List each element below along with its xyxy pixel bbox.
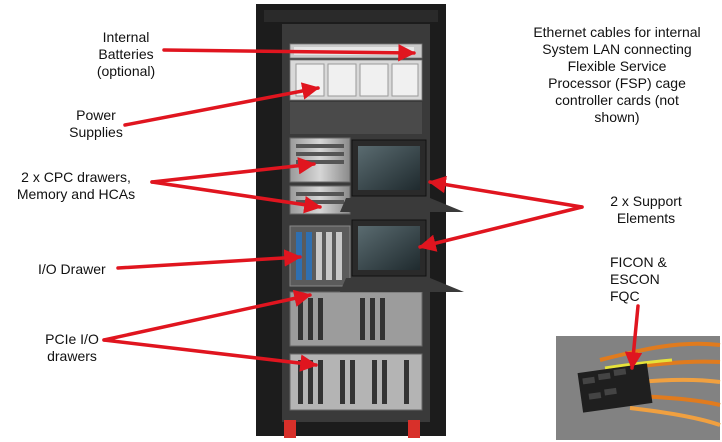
label-ethernet-cables: Ethernet cables for internal System LAN …	[533, 24, 701, 125]
arrow-pcie-2	[102, 338, 318, 372]
support-element-lower	[340, 219, 464, 292]
arrow-support-2	[418, 205, 584, 252]
label-cpc-drawers: 2 x CPC drawers, Memory and HCAs	[16, 169, 136, 202]
power-supplies	[289, 59, 423, 134]
arrow-cpc-1	[150, 157, 316, 184]
arrow-batteries	[162, 44, 416, 62]
label-support-elements: 2 x Support Elements	[610, 193, 682, 226]
label-pcie-io-drawers: PCIe I/O drawers	[45, 331, 99, 364]
arrow-cpc-2	[150, 180, 322, 214]
support-element-upper	[340, 139, 464, 212]
fqc-cable-photo	[556, 336, 721, 440]
arrow-power	[123, 82, 320, 127]
label-power-supplies: Power Supplies	[69, 107, 123, 140]
callout-arrows	[102, 44, 643, 372]
label-internal-batteries: Internal Batteries (optional)	[96, 29, 156, 79]
arrow-fqc	[624, 304, 643, 370]
arrow-io	[116, 249, 302, 270]
arrow-support-1	[428, 175, 584, 209]
arrow-pcie-1	[102, 289, 312, 342]
label-ficon-escon-fqc: FICON & ESCON FQC	[610, 254, 667, 304]
label-io-drawer: I/O Drawer	[38, 261, 106, 277]
